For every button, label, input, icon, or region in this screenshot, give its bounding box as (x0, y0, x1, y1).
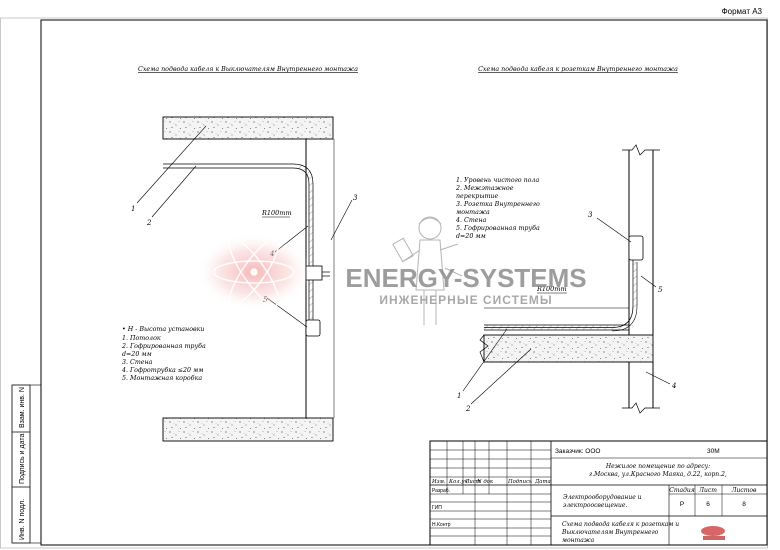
section-name-1: Электрооборудование и (563, 494, 642, 501)
company-logo-icon (701, 526, 725, 540)
customer-label: Заказчик: ООО (555, 448, 600, 455)
left-callout-1: 1 (131, 205, 135, 213)
right-legend-line: d=20 мм (456, 233, 486, 240)
right-callout-3: 3 (588, 211, 593, 219)
sheet-title-1: Схема подвода кабеля к розеткам и (562, 521, 679, 528)
right-legend-line: 1. Уровень чистого пола (456, 177, 539, 184)
left-legend-line: 1. Потолок (122, 335, 161, 342)
atom-logo-icon (213, 237, 295, 307)
section-name-2: электроосвещение. (563, 502, 627, 509)
right-wall (622, 144, 660, 414)
left-legend-line: 3. Стена (122, 359, 153, 366)
watermark-subtitle: ИНЖЕНЕРНЫЕ СИСТЕМЫ (379, 293, 552, 307)
stage-value: Р (680, 501, 684, 508)
watermark: ENERGY-SYSTEMS ИНЖЕНЕРНЫЕ СИСТЕМЫ (196, 216, 587, 325)
header-sheet: Лист (464, 479, 481, 485)
right-legend-line: 2. Межэтажное (455, 185, 514, 192)
left-callout-2: 2 (146, 219, 152, 227)
right-callout-5: 5 (658, 286, 663, 294)
right-legend-line: 3. Розетка Внутреннего (456, 201, 540, 208)
ceiling-slab (162, 116, 334, 140)
left-callout-3: 3 (353, 194, 358, 202)
header-qty: Кол.уч (448, 479, 468, 485)
sheet-frame: Формат А3 (0, 7, 768, 549)
stage-header: Стадия (669, 487, 695, 494)
format-label: Формат А3 (722, 7, 763, 16)
stamp-label-inventory: Инв. N подл. (19, 499, 26, 540)
junction-box (305, 319, 321, 337)
socket-box (628, 235, 644, 261)
role-developer: Разраб. (432, 488, 450, 494)
right-legend: 1. Уровень чистого пола 2. Межэтажное пе… (455, 177, 540, 240)
sheets-header: Листов (730, 487, 757, 494)
sheet-header: Лист (698, 487, 717, 494)
object-address-2: г.Москва, ул.Красного Маяка, д.22, корп.… (589, 471, 727, 478)
right-schema: Схема подвода кабеля к розеткам Внутренн… (455, 66, 678, 414)
header-date: Дата (534, 479, 551, 485)
left-schema-title: Схема подвода кабеля к Выключателям Внут… (138, 66, 358, 73)
title-block-text: Заказчик: ООО 30М Нежилое помещение по а… (431, 448, 757, 544)
role-norm-control: Н.Контр (432, 522, 451, 528)
side-stamp: Взам. инв. N Подпись и дата Инв. N подл. (11, 384, 41, 544)
sheets-value: 8 (742, 501, 746, 508)
sheet-title-3: монтажа (562, 537, 595, 544)
project-code: 30М (707, 448, 720, 455)
object-address-1: Нежилое помещение по адресу: (605, 463, 710, 470)
left-legend-line: 4. Гофротрубка ≤20 мм (121, 367, 203, 374)
header-rev: Изм. (431, 479, 446, 485)
title-block (429, 440, 768, 546)
sheet-value: 6 (706, 501, 710, 508)
stamp-label-sign: Подпись и дата (19, 434, 26, 484)
right-callout-4: 4 (671, 382, 676, 390)
right-radius-label: R100mm (536, 285, 567, 293)
stamp-label-replace: Взам. инв. N (19, 387, 26, 428)
left-legend-line: • Н - Высота установки (122, 326, 204, 333)
header-doc: N док (476, 479, 494, 485)
left-legend-line: 2. Гофрированная труба (121, 343, 206, 350)
sheet-title-2: Выключателям Внутреннего (561, 529, 659, 536)
watermark-title: ENERGY-SYSTEMS (345, 263, 586, 293)
right-legend-line: монтажа (456, 209, 490, 216)
header-signature: Подпись (507, 479, 532, 485)
left-radius-label: R100mm (261, 209, 292, 217)
right-callout-2: 2 (465, 405, 471, 413)
left-legend-line: d=20 мм (122, 351, 152, 358)
floor-slab (162, 417, 334, 442)
left-legend-line: 5. Монтажная коробка (122, 375, 202, 382)
inter-floor-slab (483, 334, 654, 363)
right-legend-line: 4. Стена (455, 217, 487, 224)
right-callout-1: 1 (457, 392, 461, 400)
right-legend-line: перекрытие (456, 193, 498, 200)
role-chief-engineer: ГИП (432, 505, 442, 511)
right-legend-line: 5. Гофрированная труба (456, 225, 540, 232)
left-legend: • Н - Высота установки 1. Потолок 2. Гоф… (121, 326, 206, 382)
engineer-mascot-icon (392, 216, 463, 325)
right-schema-title: Схема подвода кабеля к розеткам Внутренн… (478, 66, 678, 73)
